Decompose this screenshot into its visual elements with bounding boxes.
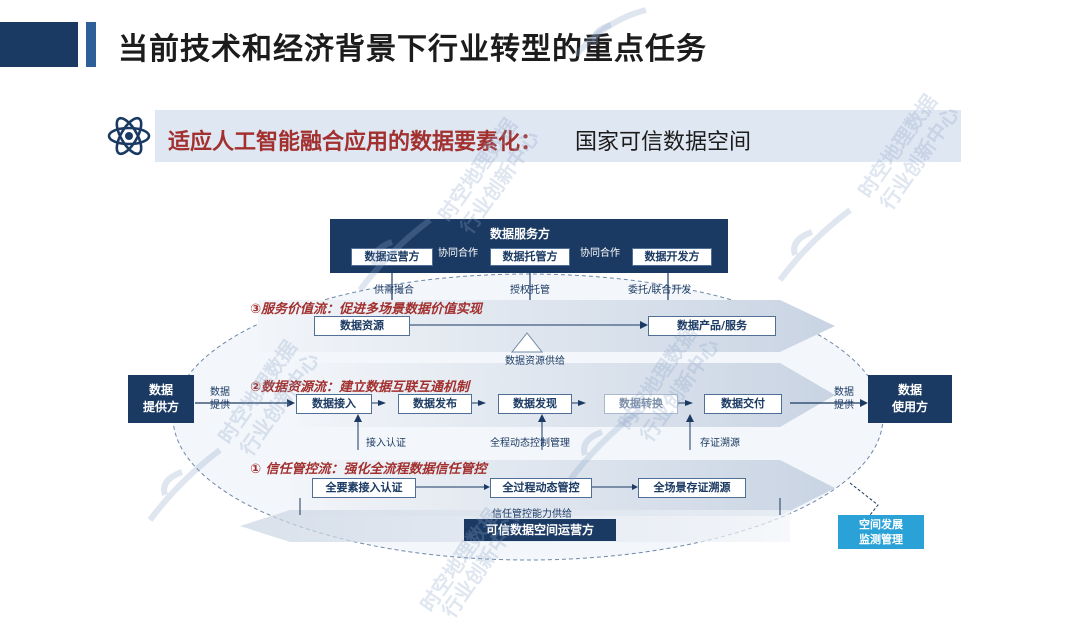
cooperation-label-2: 协同合作 [580, 248, 620, 259]
page-title: 当前技术和经济背景下行业转型的重点任务 [118, 32, 707, 67]
provider-arrow-label: 数据 提供 [210, 387, 230, 411]
data-user-box: 数据 使用方 [868, 375, 952, 423]
flow-trust-control-title: ① 信任管控流：强化全流程数据信任管控 [250, 462, 487, 477]
role-custodian-box: 数据托管方 [490, 248, 570, 266]
role-operator-box: 数据运营方 [351, 248, 433, 266]
user-arrow-label: 数据 提供 [834, 387, 854, 411]
watermark-logo-icon-4 [357, 217, 432, 292]
operator-box: 可信数据空间运营方 [464, 519, 616, 541]
link-joint-dev: 委托/联合开发 [628, 285, 692, 296]
full-process-control-box: 全过程动态管控 [490, 478, 592, 498]
subtitle-highlight: 适应人工智能融合应用的数据要素化： [168, 130, 543, 155]
link-authorization: 授权托管 [510, 285, 550, 296]
subtitle-banner [155, 110, 961, 162]
data-discover-box: 数据发现 [498, 394, 572, 414]
watermark-logo-icon-3 [147, 447, 222, 522]
role-developer-box: 数据开发方 [632, 248, 712, 266]
resource-supply-label: 数据资源供给 [505, 356, 565, 367]
watermark-logo-icon-5 [567, 407, 642, 482]
trust-supply-label: 信任管控能力供给 [492, 509, 572, 520]
atom-icon [107, 116, 151, 156]
data-convert-box: 数据转换 [604, 394, 678, 414]
data-provider-box: 数据 提供方 [128, 375, 194, 423]
header-bar-block [0, 22, 78, 67]
flow-service-value-title: ③服务价值流：促进多场景数据价值实现 [250, 302, 483, 317]
header-accent-bar [86, 22, 96, 67]
data-resource-box: 数据资源 [314, 316, 410, 336]
dynamic-control-label: 全程动态控制管理 [490, 438, 570, 449]
data-access-box: 数据接入 [296, 394, 372, 414]
link-matching: 供需撮合 [374, 285, 414, 296]
service-party-title: 数据服务方 [490, 227, 551, 241]
data-publish-box: 数据发布 [398, 394, 472, 414]
access-auth-label: 接入认证 [366, 438, 406, 449]
data-product-box: 数据产品/服务 [648, 316, 776, 336]
full-scene-trace-box: 全场景存证溯源 [638, 478, 746, 498]
cooperation-label-1: 协同合作 [438, 248, 478, 259]
traceability-label: 存证溯源 [700, 438, 740, 449]
flow-data-resource-title: ②数据资源流：建立数据互联互通机制 [250, 380, 470, 395]
full-access-auth-box: 全要素接入认证 [312, 478, 416, 498]
monitor-box: 空间发展 监测管理 [838, 515, 924, 549]
subtitle-rest: 国家可信数据空间 [575, 130, 752, 155]
data-deliver-box: 数据交付 [704, 394, 782, 414]
watermark-logo-icon-2 [777, 207, 852, 282]
watermark-logo-icon [573, 7, 647, 57]
